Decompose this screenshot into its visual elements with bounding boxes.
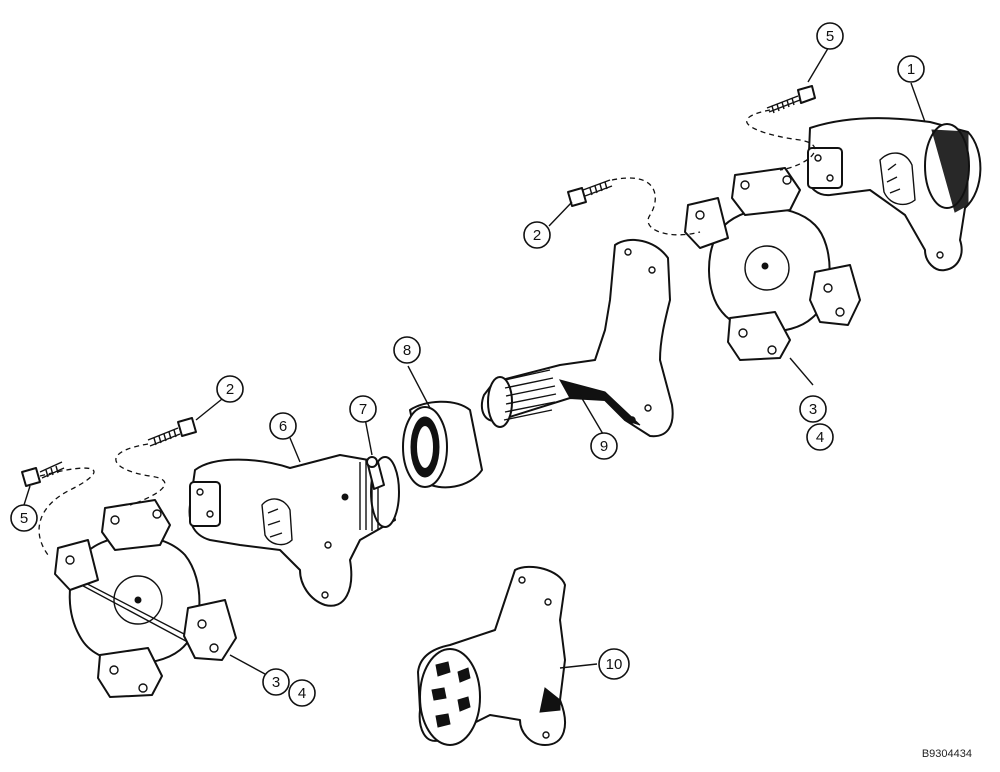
svg-text:10: 10 bbox=[606, 656, 623, 673]
slip-yoke-part-6 bbox=[188, 454, 400, 607]
cross-and-bearings-part-3-4-upper bbox=[684, 167, 861, 361]
callout-4-upper: 4 bbox=[806, 423, 834, 451]
svg-text:4: 4 bbox=[298, 685, 306, 702]
callout-4-lower: 4 bbox=[288, 679, 316, 707]
svg-text:4: 4 bbox=[816, 429, 824, 446]
bolt-part-2-upper bbox=[567, 179, 613, 207]
callout-6: 6 bbox=[269, 412, 297, 440]
dust-cap-part-8 bbox=[402, 400, 483, 489]
svg-text:3: 3 bbox=[809, 401, 817, 418]
cross-and-bearings-part-3-4-lower bbox=[54, 499, 237, 698]
svg-text:9: 9 bbox=[600, 438, 608, 455]
svg-text:1: 1 bbox=[907, 61, 915, 78]
callout-2-lower: 2 bbox=[216, 375, 244, 403]
svg-text:5: 5 bbox=[20, 510, 28, 527]
dashed-install-paths bbox=[38, 109, 816, 556]
svg-text:3: 3 bbox=[272, 674, 280, 691]
callout-3-upper: 3 bbox=[799, 395, 827, 423]
svg-text:2: 2 bbox=[533, 227, 541, 244]
slip-yoke-shaft-part-9 bbox=[480, 238, 674, 438]
bolt-part-5-upper bbox=[766, 85, 816, 114]
callout-7: 7 bbox=[349, 395, 377, 423]
svg-text:2: 2 bbox=[226, 381, 234, 398]
splined-yoke-part-10 bbox=[417, 565, 566, 746]
callout-1: 1 bbox=[897, 55, 925, 83]
drawing-code: B9304434 bbox=[921, 748, 972, 760]
svg-text:6: 6 bbox=[279, 418, 287, 435]
callout-9: 9 bbox=[590, 432, 618, 460]
end-yoke-part-1 bbox=[807, 117, 982, 272]
callout-10: 10 bbox=[598, 648, 630, 680]
bolt-part-5-lower bbox=[21, 461, 65, 487]
grease-fitting-part-7 bbox=[366, 456, 385, 490]
svg-text:8: 8 bbox=[403, 342, 411, 359]
svg-text:7: 7 bbox=[359, 401, 367, 418]
svg-text:5: 5 bbox=[826, 28, 834, 45]
callout-5-upper: 5 bbox=[816, 22, 844, 50]
callout-8: 8 bbox=[393, 336, 421, 364]
bolt-part-2-lower bbox=[147, 417, 197, 447]
callout-2-upper: 2 bbox=[523, 221, 551, 249]
callout-5-lower: 5 bbox=[10, 504, 38, 532]
callout-3-lower: 3 bbox=[262, 668, 290, 696]
